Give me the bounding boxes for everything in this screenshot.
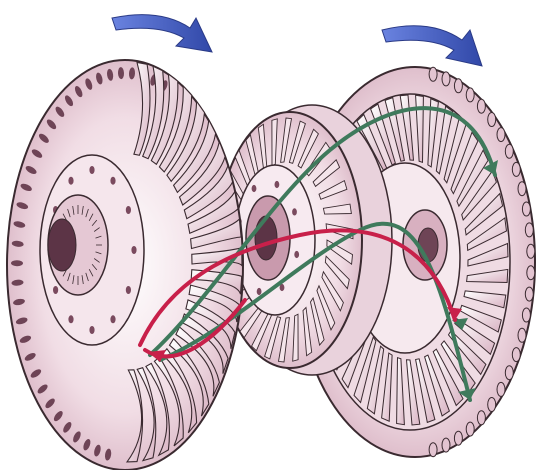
turbine-shell-lobe bbox=[488, 113, 496, 127]
turbine-shell-lobe bbox=[442, 438, 450, 452]
impeller-bolt bbox=[89, 326, 94, 334]
turbine-shell-lobe bbox=[497, 382, 505, 396]
turbine-shell-lobe bbox=[512, 162, 520, 176]
stator-hub-bore bbox=[255, 216, 277, 260]
rotation-arrow-left bbox=[112, 15, 212, 52]
stator-bolt bbox=[252, 185, 257, 192]
impeller-bolt bbox=[126, 206, 131, 214]
turbine-shell-lobe bbox=[466, 88, 474, 102]
stator-bolt bbox=[257, 288, 262, 295]
turbine-shell-lobe bbox=[522, 202, 530, 216]
impeller-bolt bbox=[89, 166, 94, 174]
impeller-bolt bbox=[126, 286, 131, 294]
impeller-bolt bbox=[110, 315, 115, 323]
turbine-shell-lobe bbox=[477, 99, 485, 113]
impeller-hub-bore bbox=[48, 219, 76, 271]
impeller-assembly bbox=[7, 60, 243, 470]
impeller-bolt bbox=[53, 286, 58, 294]
turbine-shell-lobe bbox=[488, 398, 496, 412]
turbine-shell-lobe bbox=[525, 223, 533, 237]
turbine-shell-lobe bbox=[527, 266, 535, 280]
turbine-shell-lobe bbox=[429, 67, 437, 81]
turbine-shell-lobe bbox=[497, 128, 505, 142]
turbine-shell-lobe bbox=[454, 79, 462, 93]
rotation-arrow-icon bbox=[112, 15, 482, 66]
turbine-shell-lobe bbox=[505, 366, 513, 380]
turbine-shell-lobe bbox=[477, 411, 485, 425]
turbine-shell-lobe bbox=[512, 348, 520, 362]
rotation-arrow-right bbox=[382, 26, 482, 66]
turbine-hub-bore bbox=[418, 228, 438, 262]
stator-bolt bbox=[292, 208, 297, 215]
turbine-shell-lobe bbox=[454, 431, 462, 445]
turbine-shell-lobe bbox=[518, 182, 526, 196]
turbine-shell-lobe bbox=[525, 287, 533, 301]
stator-bolt bbox=[275, 181, 280, 188]
turbine-shell-lobe bbox=[522, 308, 530, 322]
turbine-shell-lobe bbox=[442, 72, 450, 86]
stator-bolt bbox=[294, 251, 299, 258]
turbine-shell-lobe bbox=[466, 422, 474, 436]
impeller-bolt bbox=[68, 315, 73, 323]
turbine-shell-lobe bbox=[505, 144, 513, 158]
impeller-bolt bbox=[110, 177, 115, 185]
turbine-shell-lobe bbox=[518, 328, 526, 342]
stator-assembly bbox=[217, 105, 392, 375]
turbine-shell-lobe bbox=[527, 244, 535, 258]
turbine-shell-lobe bbox=[429, 443, 437, 457]
impeller-bolt bbox=[131, 246, 136, 254]
impeller-bolt bbox=[68, 177, 73, 185]
